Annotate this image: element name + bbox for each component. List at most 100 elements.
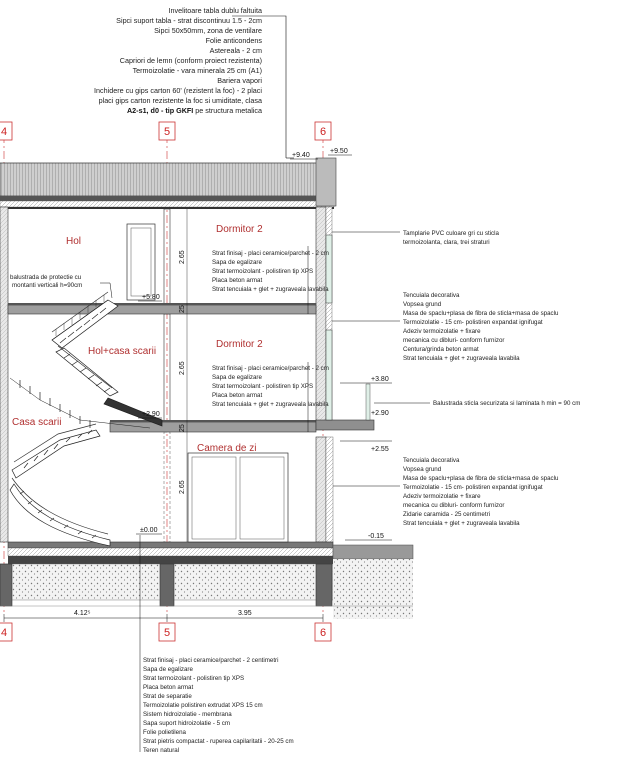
room-dormitor-upper: Dormitor 2	[216, 224, 263, 235]
level-window-top: +3.80	[371, 376, 389, 383]
ground-note-9: Folie polietilena	[143, 729, 187, 736]
roof-note-3: Sipci 50x50mm, zona de ventilare	[154, 26, 262, 35]
wall-upper-note-4: Termoizolatie - 15 cm- polistiren expand…	[403, 319, 543, 326]
roof-note-10: placi gips carton rezistente la foc si u…	[99, 96, 262, 105]
span-dims: 4.12⁵ 3.95	[3, 610, 324, 622]
wall-lower-note-8: Strat tencuiala + glet + zugraveala lava…	[403, 520, 520, 527]
window-note: Tamplarie PVC culoare gri cu sticla term…	[332, 230, 499, 246]
ground-note-5: Strat de separatie	[143, 693, 192, 700]
roof-note-9: Inchidere cu gips carton 60' (rezistent …	[94, 86, 262, 95]
level-marks: +5.80 +2.90 ±0.00 +3.80 +2.90 +2.55 -0.1…	[136, 294, 392, 541]
wall-upper-note-5: Adeziv termoizolatie + fixare	[403, 328, 481, 335]
wall-lower-note-3: Masa de spaclu+plasa de fibra de sticla+…	[403, 475, 559, 482]
roof-levels: +9.40 +9.50	[290, 148, 352, 160]
ground-note-8: Sapa suport hidroizolatie - 5 cm	[143, 720, 230, 727]
wall-lower-note-6: mecanica cu dibluri- conform furnizor	[403, 502, 504, 509]
room-hol: Hol	[66, 236, 81, 247]
axis-6-top: 6	[320, 126, 326, 138]
balustrade-note-text: Balustrada sticla securizata si laminata…	[433, 400, 580, 407]
window-note-1: Tamplarie PVC culoare gri cu sticla	[403, 230, 499, 237]
height-2: 2.65	[179, 361, 186, 375]
span-left: 4.12⁵	[74, 610, 91, 617]
room-dormitor-mid: Dormitor 2	[216, 339, 263, 350]
windows	[126, 223, 333, 543]
wall-upper-note-8: Strat tencuiala + glet + zugraveala lava…	[403, 355, 520, 362]
wall-upper-note-1: Tencuiala decorativa	[403, 292, 460, 299]
wall-lower-note-2: Vopsea grund	[403, 466, 442, 473]
railing-note-1: balustrada de protectie cu	[10, 274, 82, 281]
level-ridge-b: +9.50	[330, 148, 348, 155]
ground-note-6: Termoizolatie polistiren extrudat XPS 15…	[143, 702, 263, 709]
slab-thickness-1: 25	[179, 305, 186, 313]
ground-note-3: Strat termoizolant - polistiren tip XPS	[143, 675, 244, 682]
floor-mid-note-5: Strat tencuiala + glet + zugraveala lava…	[212, 401, 329, 408]
ground-note-1: Strat finisaj - placi ceramice/parchet -…	[143, 657, 279, 664]
level-exterior: -0.15	[368, 533, 384, 540]
slab-thickness-2: 25	[179, 424, 186, 432]
wall-upper-note-3: Masa de spaclu+plasa de fibra de sticla+…	[403, 310, 559, 317]
roof-note-8: Bariera vapori	[217, 76, 262, 85]
foundation	[0, 544, 414, 619]
height-1: 2.65	[179, 250, 186, 264]
level-ridge-a: +9.40	[292, 152, 310, 159]
level-attic: +5.80	[142, 294, 160, 301]
ground-floor-notes: Strat finisaj - placi ceramice/parchet -…	[139, 535, 294, 754]
level-balcony: +2.55	[371, 446, 389, 453]
room-casa-scarii: Casa scarii	[12, 417, 61, 428]
ground-note-11: Teren natural	[143, 747, 179, 754]
wall-lower-notes: Tencuiala decorativa Vopsea grund Masa d…	[333, 457, 559, 527]
span-right: 3.95	[238, 610, 252, 617]
roof-note-11-rest: pe structura metalica	[193, 106, 262, 115]
stair	[9, 291, 163, 547]
roof-note-11: A2-s1, d0 - tip GKFI pe structura metali…	[127, 106, 262, 115]
axis-5-top: 5	[164, 126, 170, 138]
wall-lower-note-5: Adeziv termoizolatie + fixare	[403, 493, 481, 500]
slabs	[7, 303, 375, 564]
level-ground: ±0.00	[140, 527, 158, 534]
wall-lower-note-4: Termoizolatie - 15 cm- polistiren expand…	[403, 484, 543, 491]
axis-6-bottom: 6	[320, 627, 326, 639]
wall-upper-notes: Tencuiala decorativa Vopsea grund Masa d…	[332, 292, 559, 362]
railing-note-2: montanti verticali h=90cm	[12, 282, 82, 289]
roof-notes: Invelitoare tabla dublu faltuita Sipci s…	[94, 6, 262, 115]
room-hol-casa-scarii: Hol+casa scarii	[88, 346, 156, 357]
ground-note-2: Sapa de egalizare	[143, 666, 193, 673]
room-labels: Hol Dormitor 2 Dormitor 2 Hol+casa scari…	[12, 224, 263, 454]
floor-upper-note-2: Sapa de egalizare	[212, 259, 262, 266]
floor-mid-note-4: Placa beton armat	[212, 392, 262, 399]
roof-note-11-bold: A2-s1, d0 - tip GKFI	[127, 106, 193, 115]
floor-mid-note-3: Strat termoizolant - polistiren tip XPS	[212, 383, 313, 390]
roof-note-1: Invelitoare tabla dublu faltuita	[168, 6, 262, 15]
level-first-floor-b: +2.90	[371, 410, 389, 417]
wall-lower-note-7: Zidarie caramida - 25 centimetri	[403, 511, 490, 518]
axis-4-bottom: 4	[1, 627, 7, 639]
room-camera-de-zi: Camera de zi	[197, 443, 256, 454]
wall-upper-note-6: mecanica cu dibluri- conform furnizor	[403, 337, 504, 344]
roof-note-2: Sipci suport tabla - strat discontinuu 1…	[116, 16, 262, 25]
floor-upper-note-4: Placa beton armat	[212, 277, 262, 284]
floor-mid-note-2: Sapa de egalizare	[212, 374, 262, 381]
roof-note-6: Capriori de lemn (conform proiect rezist…	[120, 56, 262, 65]
roof-leaders	[232, 15, 294, 159]
axis-5-bottom: 5	[164, 627, 170, 639]
floor-upper-note-3: Strat termoizolant - polistiren tip XPS	[212, 268, 313, 275]
wall-upper-note-7: Centura/grinda beton armat	[403, 346, 479, 353]
window-note-2: termoizolanta, clara, trei straturi	[403, 239, 490, 246]
balustrade-note: Balustrada sticla securizata si laminata…	[365, 383, 580, 421]
wall-upper-note-2: Vopsea grund	[403, 301, 442, 308]
height-dims: 2.65 2.65 2.65 25 25	[179, 209, 188, 542]
floor-upper-notes: Strat finisaj - placi ceramice/parchet -…	[212, 246, 329, 314]
ground-note-4: Placa beton armat	[143, 684, 193, 691]
wall-lower-note-1: Tencuiala decorativa	[403, 457, 460, 464]
axis-markers-top: 4 5 6	[0, 121, 332, 141]
roof	[0, 157, 337, 209]
floor-mid-notes: Strat finisaj - placi ceramice/parchet -…	[212, 362, 329, 432]
ground-note-7: Sistem hidroizolatie - membrana	[143, 711, 232, 718]
floor-upper-note-1: Strat finisaj - placi ceramice/parchet -…	[212, 250, 329, 257]
height-3: 2.65	[179, 480, 186, 494]
axis-4-top: 4	[1, 126, 7, 138]
ground-note-10: Strat pietris compactat - ruperea capila…	[143, 738, 294, 745]
railing-note: balustrada de protectie cu montanti vert…	[10, 274, 113, 299]
axis-markers-bottom: 4 5 6	[0, 622, 332, 642]
roof-note-5: Astereala - 2 cm	[210, 46, 262, 55]
